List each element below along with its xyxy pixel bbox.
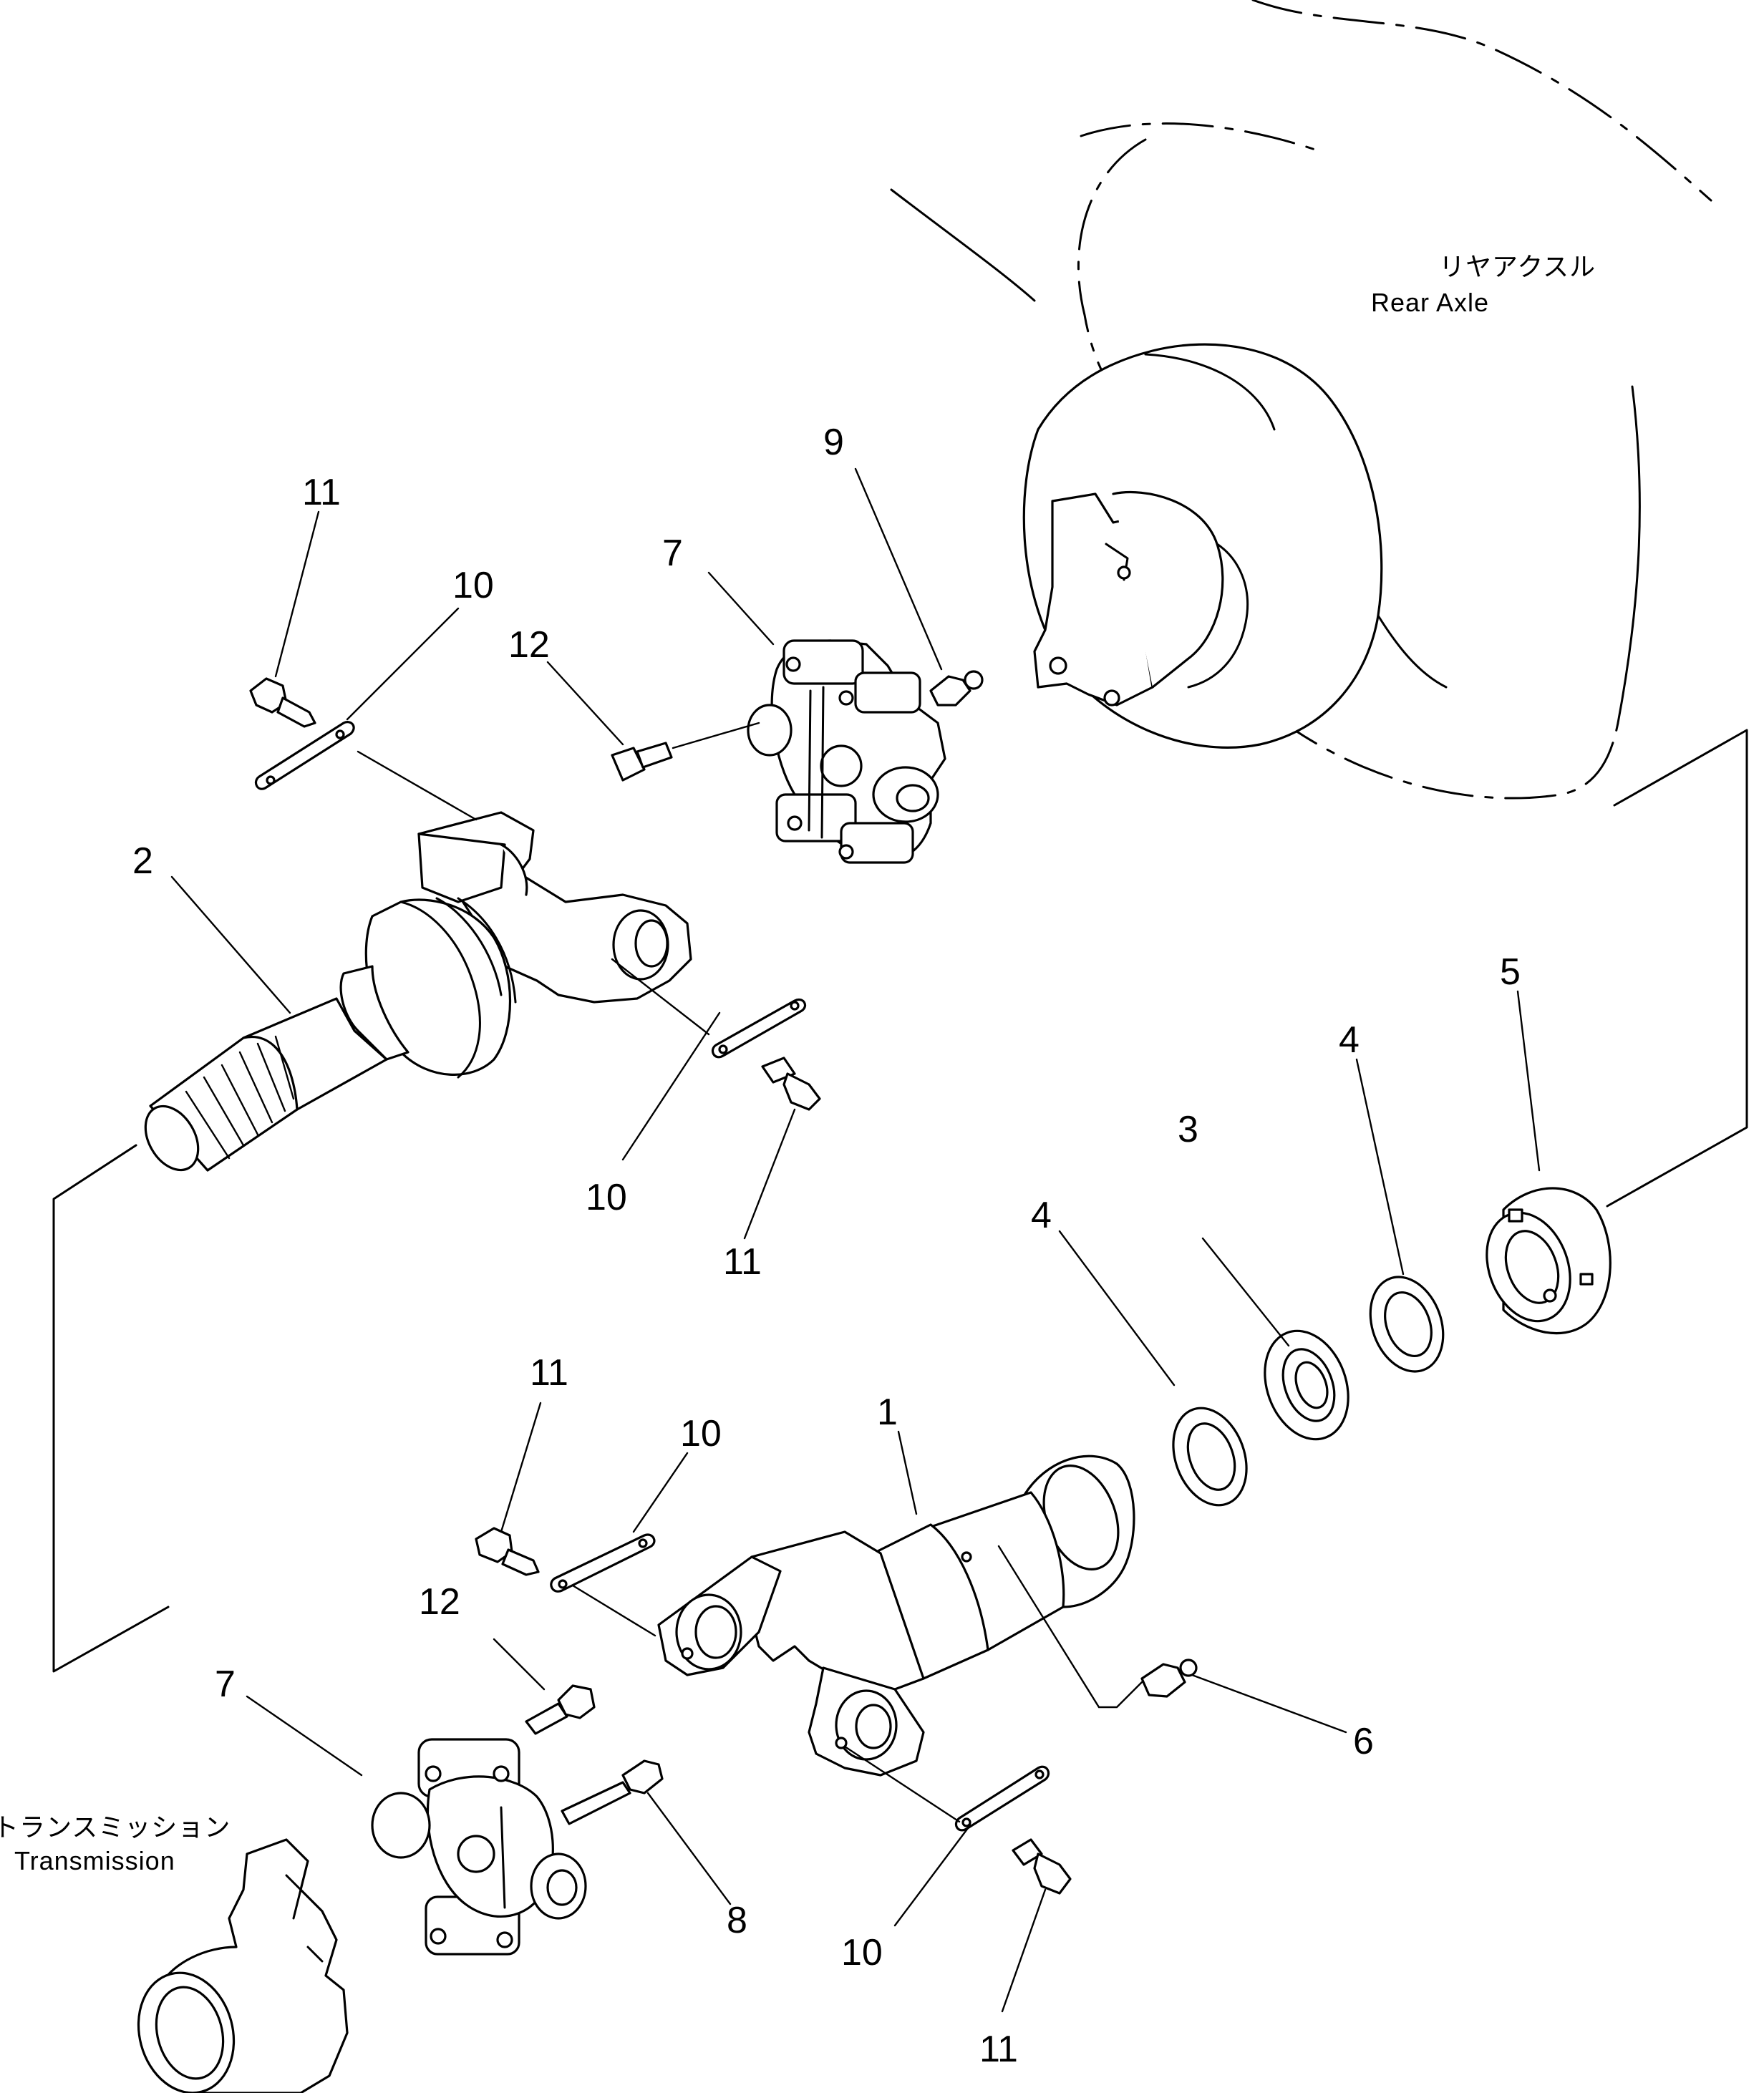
lock-plate-10-lower-upper [550,1533,656,1593]
callout-8: 8 [727,1900,747,1941]
callout-7-upper: 7 [662,533,683,574]
callout-7-lower: 7 [215,1664,236,1705]
grease-fitting-9 [929,670,984,706]
lock-plate-10-upper-right [712,998,806,1059]
ring-4-left [1172,1407,1248,1507]
callout-10-lower-upper: 10 [680,1413,722,1455]
callout-4-left: 4 [1031,1195,1052,1236]
callout-10-lower-lower: 10 [841,1932,883,1973]
part-1-yoke-shaft [657,1455,1135,1777]
bolt-12-lower [525,1684,596,1735]
bolt-12-upper [611,722,760,782]
ring-4-right [1369,1276,1445,1373]
collar-5 [1486,1187,1612,1335]
callout-11-lower-lower: 11 [979,2029,1018,2070]
rear-axle-label-jp: リヤアクスル [1439,252,1596,281]
callout-3: 3 [1178,1109,1198,1150]
lock-plate-10-upper-left [255,721,355,790]
grease-fitting-8 [561,1759,664,1825]
callout-4-right: 4 [1339,1019,1360,1061]
callout-10-upper-left: 10 [452,565,494,606]
rear-axle-label-en: Rear Axle [1371,288,1489,317]
transmission [137,1838,349,2093]
callout-11-upper-right: 11 [723,1241,762,1283]
leader-lines [170,467,1541,2013]
callout-10-upper-right: 10 [586,1177,627,1218]
callout-9: 9 [823,422,844,463]
upper-universal-joint-spider [747,639,946,864]
bolt-11-upper-left [249,677,316,728]
bolt-11-upper-right [761,1057,821,1111]
seal-3 [1264,1329,1349,1441]
callout-numbers: 2 11 10 12 7 9 10 11 1 5 4 3 4 6 11 10 1… [132,422,1521,2070]
assembly-lines [52,729,1748,1823]
grease-fitting-6 [1140,1659,1198,1698]
transmission-label-en: Transmission [14,1846,175,1875]
callout-5: 5 [1500,951,1521,993]
bolt-11-lower-upper [475,1527,540,1576]
lower-universal-joint-spider [371,1738,587,1956]
lock-plate-10-lower-lower [955,1765,1050,1832]
callout-11-lower-upper: 11 [530,1352,568,1394]
transmission-label-jp: トランスミッション [0,1812,231,1842]
callout-1: 1 [877,1392,898,1433]
rear-axle [890,0,1712,800]
callout-11-upper-left: 11 [302,472,341,513]
callout-6: 6 [1353,1721,1374,1762]
part-2-shaft-yoke [144,811,692,1172]
callout-12-lower: 12 [419,1581,460,1623]
bolt-11-lower-lower [1012,1838,1072,1895]
callout-12-upper: 12 [508,624,550,666]
callout-2: 2 [132,840,153,882]
